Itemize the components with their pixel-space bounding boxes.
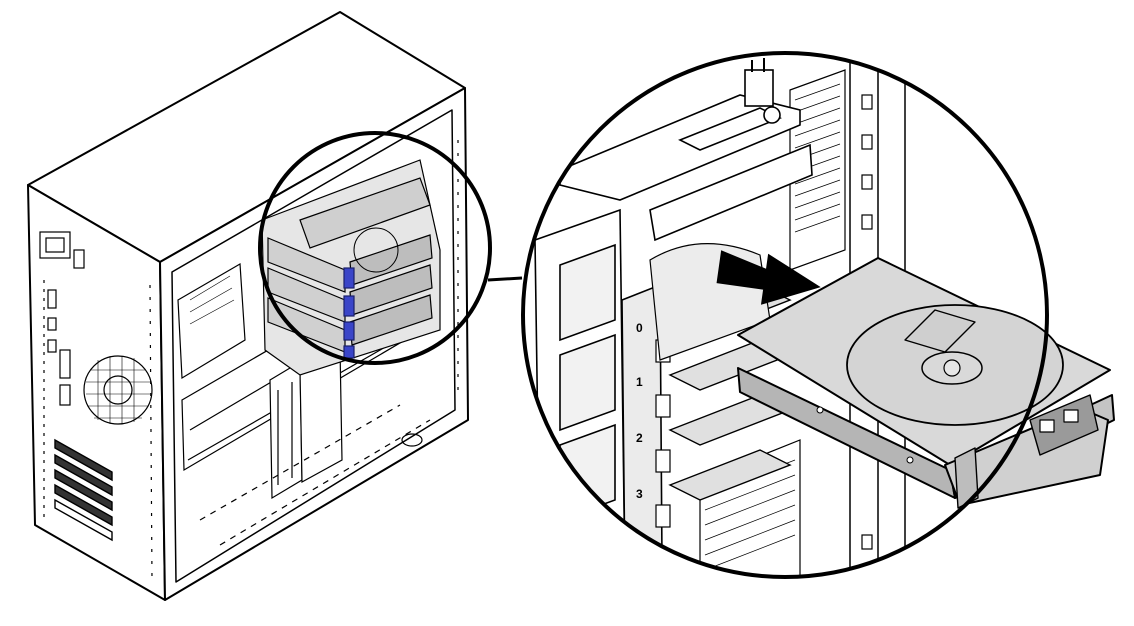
chassis-internals (177, 140, 459, 546)
zoom-detail-circle (521, 51, 1049, 579)
chassis-drive-trays (349, 234, 433, 346)
bay-label-2: 2 (636, 431, 643, 445)
power-socket-icon (39, 231, 71, 259)
chassis-drive-slots (267, 237, 346, 353)
bay-labels: 0 1 2 3 (636, 321, 643, 501)
io-ports (47, 289, 71, 406)
zoom-top-bracket (559, 58, 813, 242)
rear-fan-grill (83, 355, 153, 425)
zoom-connector-line (487, 276, 523, 282)
rear-panel-details (39, 231, 153, 581)
bay-label-0: 0 (636, 321, 643, 335)
hard-drive (737, 257, 1115, 509)
bay-label-3: 3 (636, 487, 643, 501)
bay-label-1: 1 (636, 375, 643, 389)
expansion-slots (54, 438, 113, 542)
chassis-drive-cage (261, 159, 441, 376)
bay-latch-highlights (343, 267, 355, 359)
insert-arrow-icon (716, 250, 821, 305)
zoom-source-circle (258, 131, 492, 365)
power-supply (177, 262, 246, 380)
